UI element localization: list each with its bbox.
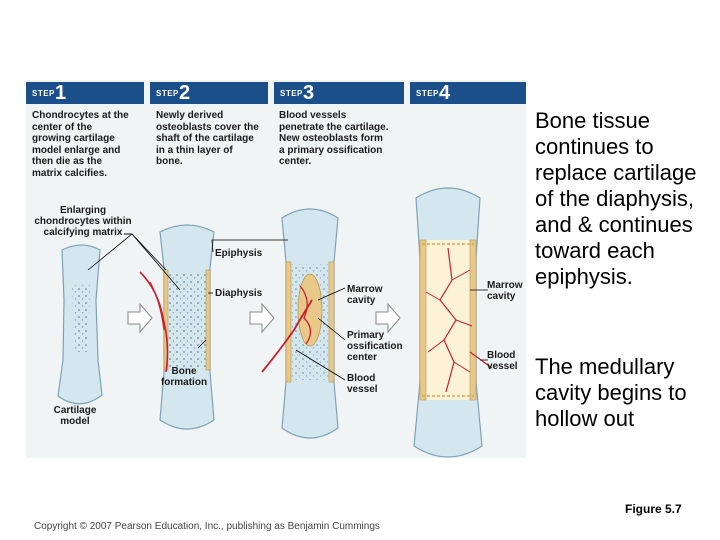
step-3-word: STEP: [280, 89, 303, 98]
step-3-number: 3: [303, 82, 315, 104]
step-1-number: 1: [55, 82, 67, 104]
label-epiphysis: Epiphysis: [215, 248, 263, 259]
step-3-description: Blood vessels penetrate the cartilage. N…: [279, 110, 389, 168]
step-1-header: STEP 1: [26, 82, 144, 104]
step-2-description: Newly derived osteoblasts cover the shaf…: [156, 110, 259, 168]
step-1-description: Chondrocytes at the center of the growin…: [32, 110, 129, 179]
step-4-word: STEP: [416, 89, 439, 98]
label-bone-formation: Bone formation: [160, 366, 208, 388]
arrow-3-icon: [375, 302, 401, 334]
stage-3-bone: [261, 208, 339, 439]
step-1-word: STEP: [32, 89, 55, 98]
label-enlarging-chondrocytes: Enlarging chondrocytes within calcifying…: [34, 205, 132, 238]
step-3-header: STEP 3: [274, 82, 404, 104]
step-2-number: 2: [179, 82, 191, 104]
label-blood-vessel-step4: Blood vessel: [487, 350, 518, 372]
label-diaphysis: Diaphysis: [215, 288, 263, 299]
step-2-header: STEP 2: [150, 82, 268, 104]
figure-label: Figure 5.7: [625, 502, 682, 516]
cartilage-model-shape: [57, 244, 103, 405]
step-4-number: 4: [439, 82, 451, 104]
arrow-1-icon: [127, 302, 153, 334]
stage-4-bone: [413, 187, 493, 458]
step-2-word: STEP: [156, 89, 179, 98]
stage-2-bone: [139, 224, 215, 430]
label-blood-vessel-step3: Blood vessel: [347, 373, 378, 395]
leader-lines: [87, 233, 488, 381]
step-4-header: STEP 4: [410, 82, 526, 104]
label-marrow-cavity-step3: Marrow cavity: [347, 284, 383, 306]
label-primary-ossification-center: Primary ossification center: [347, 330, 403, 363]
side-text-replace: Bone tissue continues to replace cartila…: [535, 108, 697, 289]
arrow-2-icon: [249, 302, 275, 334]
label-cartilage-model: Cartilage model: [53, 405, 97, 427]
copyright-notice: Copyright © 2007 Pearson Education, Inc.…: [34, 521, 380, 532]
label-marrow-cavity-step4: Marrow cavity: [487, 280, 523, 302]
side-text-medullary: The medullary cavity begins to hollow ou…: [535, 354, 687, 431]
